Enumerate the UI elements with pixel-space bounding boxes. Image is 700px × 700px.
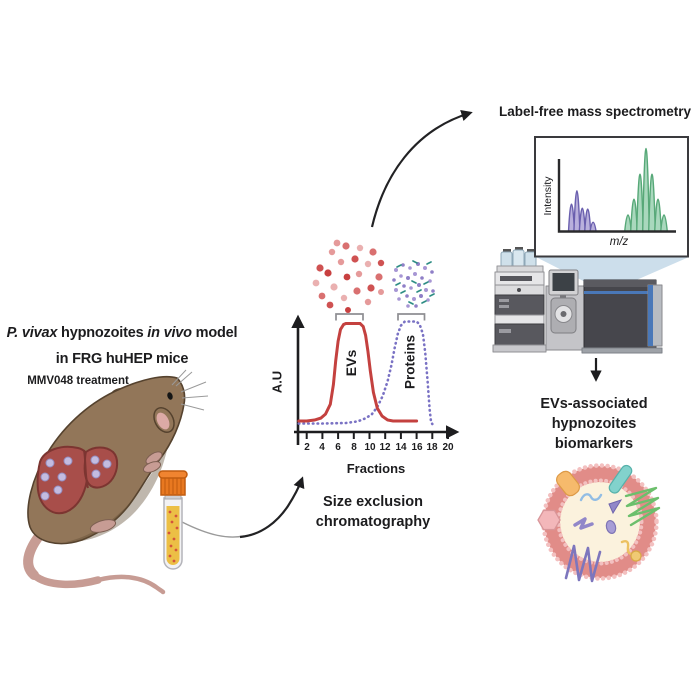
tube-cap-top: [159, 471, 187, 478]
model-title-line1: P. vivax hypnozoites in vivo model: [0, 320, 252, 346]
tube-plasma: [167, 506, 180, 565]
sec-tick-label: 20: [436, 442, 460, 453]
hplc-stack-illustration: [493, 247, 546, 352]
model-title: P. vivax hypnozoites in vivo model in FR…: [0, 320, 252, 372]
arrow-tube-to-sec: [182, 522, 244, 537]
result-line3: biomarkers: [509, 434, 679, 454]
sec-evs-series-label: EVs: [343, 350, 359, 376]
model-title-line2: in FRG huHEP mice: [0, 346, 252, 372]
sec-proteins-bracket: [398, 314, 425, 321]
protein-particles-illustration: [392, 261, 435, 308]
treatment-label: MMV048 treatment: [18, 375, 138, 387]
sec-method-line2: chromatography: [290, 512, 456, 532]
arrow-sec-to-ms: [372, 113, 470, 227]
result-text: EVs-associated hypnozoites biomarkers: [509, 394, 679, 454]
ms-xlabel: m/z: [606, 236, 632, 248]
sec-chart: [294, 314, 456, 445]
ev-vesicle-illustration: [538, 464, 659, 581]
sec-ylabel: A.U: [270, 371, 285, 393]
surface-protein-pink-hexagon: [538, 511, 560, 530]
evs-particles-illustration: [313, 240, 385, 313]
sec-xlabel: Fractions: [324, 461, 428, 476]
surface-protein-yellow-head: [631, 551, 641, 561]
sec-method-label: Size exclusion chromatography: [290, 492, 456, 532]
result-line2: hypnozoites: [509, 414, 679, 434]
ms-title: Label-free mass spectrometry: [480, 104, 700, 119]
blood-tube-illustration: [159, 471, 187, 569]
mass-spectrometer-illustration: [546, 270, 662, 353]
result-line1: EVs-associated: [509, 394, 679, 414]
sec-proteins-series-label: Proteins: [403, 335, 418, 389]
ms-ylabel: Intensity: [542, 176, 554, 215]
sec-method-line1: Size exclusion: [290, 492, 456, 512]
sec-evs-bracket: [336, 314, 363, 321]
